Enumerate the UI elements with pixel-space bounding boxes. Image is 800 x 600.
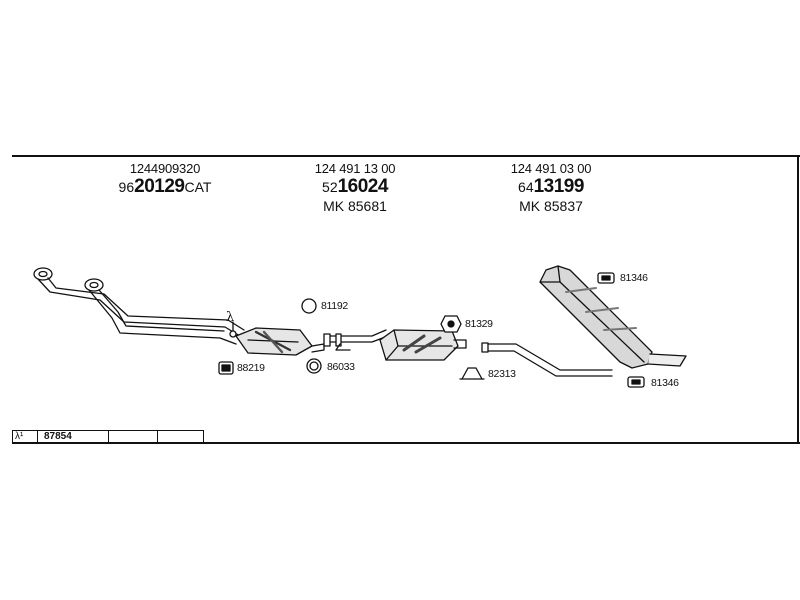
mount-81329 (440, 315, 462, 333)
seal-ring-86033 (306, 358, 322, 374)
clamp-82313 (459, 367, 485, 380)
rear-pipe (481, 342, 613, 377)
label-81329: 81329 (465, 318, 493, 330)
middle-pipe (323, 329, 389, 351)
middle-silencer (379, 329, 467, 361)
top-frame-line (12, 155, 800, 157)
table-symbol: λ¹ (15, 431, 24, 442)
part-code: 5216024 (322, 175, 388, 197)
label-86033: 86033 (327, 361, 355, 373)
oem-number: 124 491 13 00 (314, 161, 396, 176)
clamp-88219 (218, 361, 234, 375)
rear-silencer (539, 265, 687, 369)
label-82313: 82313 (488, 368, 516, 380)
catalytic-converter (229, 321, 325, 356)
label-88219: 88219 (237, 362, 265, 374)
header-rear-silencer: 124 491 03 00 6413199 MK 85837 (486, 162, 616, 213)
mk-number: MK 85681 (323, 197, 387, 214)
table-empty-cell (109, 431, 158, 443)
sensor-table: λ¹ 87854 (12, 430, 204, 444)
table-code: 87854 (44, 431, 72, 442)
right-frame-line (797, 155, 799, 444)
lambda-sensor-symbol: λ (226, 310, 235, 325)
label-81346-bottom: 81346 (651, 377, 679, 389)
label-81192: 81192 (321, 300, 348, 312)
mk-number: MK 85837 (519, 197, 583, 214)
rubber-mount-bottom (627, 376, 645, 388)
part-code: 9620129CAT (118, 175, 212, 197)
seal-ring-81192 (301, 298, 317, 314)
front-flange-left (33, 267, 53, 281)
label-81346-top: 81346 (620, 272, 648, 284)
oem-number: 1244909320 (129, 161, 201, 176)
oem-number: 124 491 03 00 (510, 161, 592, 176)
front-pipe (37, 277, 245, 345)
table-code-cell: 87854 (38, 431, 109, 443)
rubber-mount-top (597, 272, 615, 284)
bottom-frame-line (12, 442, 800, 444)
front-flange-right (84, 278, 104, 292)
header-middle-silencer: 124 491 13 00 5216024 MK 85681 (290, 162, 420, 213)
header-front-pipe: 1244909320 9620129CAT (100, 162, 230, 197)
table-symbol-cell: λ¹ (13, 431, 38, 443)
part-code: 6413199 (518, 175, 584, 197)
